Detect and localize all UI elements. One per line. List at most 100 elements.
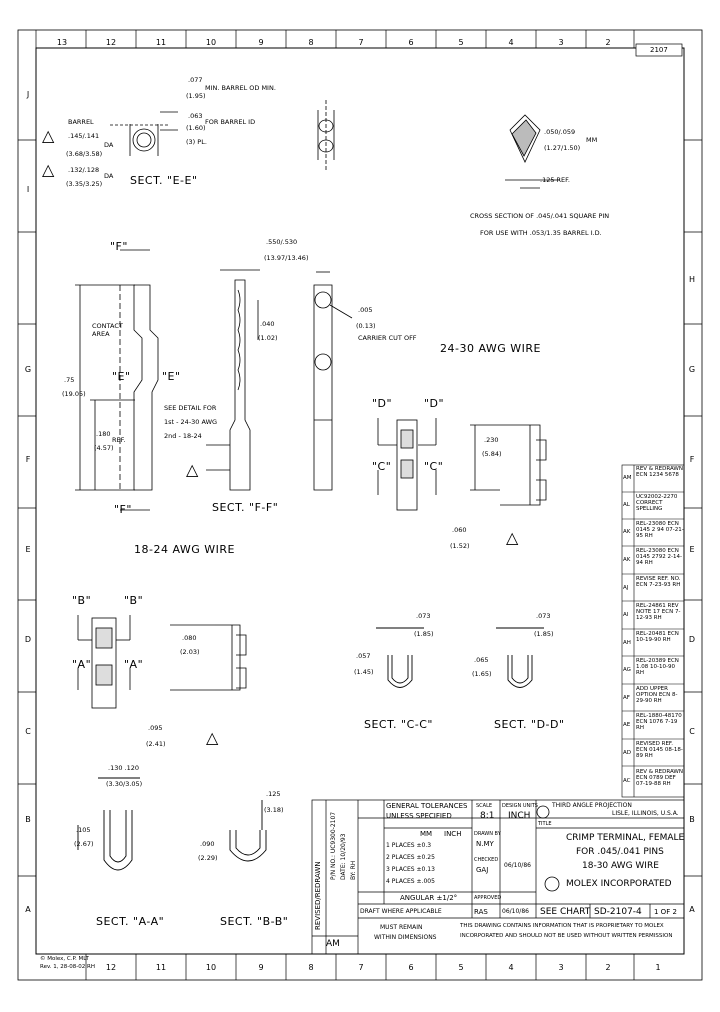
dim-1-60: (1.60): [186, 124, 206, 132]
zone-num-bottom-11: 11: [155, 963, 167, 972]
approved-label: APPROVED: [474, 895, 502, 901]
zone-letter-f-right: F: [689, 455, 695, 464]
rev-text-3: REL-23080 ECN 0145 2792 2-14-94 RH: [636, 548, 682, 566]
dim-19-05: (19.05): [62, 390, 86, 398]
zone-letter-c-right: C: [689, 727, 695, 736]
a-arrow-left: "A": [72, 658, 92, 671]
zone-letter-c: C: [25, 727, 31, 736]
zone-num-bottom-10: 10: [205, 963, 217, 972]
units-value: INCH: [508, 811, 531, 821]
dim-005: .005: [358, 306, 373, 314]
proprietary-line-1: THIS DRAWING CONTAINS INFORMATION THAT I…: [460, 923, 664, 929]
see-chart: SEE CHART: [540, 907, 591, 917]
zone-letter-g-right: G: [688, 365, 696, 374]
third-angle-symbol: [536, 805, 550, 819]
zone-num-5: 5: [458, 38, 464, 47]
dim-073b: .073: [536, 612, 551, 620]
rev-text-9: REL-1880-48170 ECN 1076 7-19 RH: [636, 713, 682, 731]
dim-125: .125: [266, 790, 281, 798]
square-pin-dim-mm: (1.27/1.50): [544, 144, 581, 152]
section-d-d-drawing: [496, 627, 544, 688]
top-view-small: [317, 100, 335, 170]
rev-code-11: AC: [623, 778, 631, 784]
dim-073: .073: [416, 612, 431, 620]
wire-24-30-title: 24-30 AWG WIRE: [440, 342, 541, 355]
sheet-id-box: [635, 43, 683, 57]
barrel-label: BARREL: [68, 118, 94, 126]
design-units-label: DESIGN UNITS: [502, 803, 538, 809]
zone-letter-e-right: E: [689, 545, 695, 554]
rev-text-2: REL-23080 ECN 0145 2 94 07-21-95 RH: [636, 521, 684, 539]
c-arrow-right: "C": [424, 460, 444, 473]
delta-note-icon-3: △: [186, 460, 199, 479]
see-detail-note: SEE DETAIL FOR: [164, 404, 217, 412]
rev-value: AM: [326, 939, 340, 949]
detail-line-3: 2nd - 18-24: [164, 432, 202, 440]
dim-065: .065: [474, 656, 489, 664]
title-line-1: CRIMP TERMINAL, FEMALE: [566, 833, 685, 843]
sect-f-title: SECT. "F-F": [212, 501, 279, 514]
dim-180: .180: [96, 430, 111, 438]
outer-border: [17, 29, 703, 981]
sect-c-title: SECT. "C-C": [364, 718, 433, 731]
tolerance-sub: UNLESS SPECIFIED: [386, 812, 452, 820]
zone-num-bottom-12: 12: [105, 963, 117, 972]
zone-num-7: 7: [358, 38, 364, 47]
zone-num-9: 9: [258, 38, 264, 47]
company-name: MOLEX INCORPORATED: [566, 879, 672, 889]
dim-3-18: (3.18): [264, 806, 284, 814]
zone-letter-i: I: [26, 185, 30, 194]
dim-1-65: (1.65): [472, 670, 492, 678]
dim-1-02: (1.02): [258, 334, 278, 342]
title-block-grid: [311, 799, 685, 955]
rev-code-6: AH: [623, 640, 631, 646]
stamp-line-2: DATE: 10/20/93: [340, 833, 347, 881]
zone-ticks: [18, 30, 702, 980]
for-barrel-id: FOR BARREL ID: [205, 118, 256, 126]
terminal-side-view: [75, 249, 159, 511]
dim-057: .057: [356, 652, 371, 660]
zone-num-13: 13: [56, 38, 68, 47]
rev-code-0: AM: [623, 475, 632, 481]
zone-num-bottom-6: 6: [408, 963, 414, 972]
dim-095: .095: [148, 724, 163, 732]
dim-b-mm: (3.30/3.05): [106, 780, 143, 788]
zone-num-10: 10: [205, 38, 217, 47]
dim-b: .130 .120: [108, 764, 140, 772]
rev-text-7: REL-20389 ECN 1.08 10-10-90 RH: [636, 658, 679, 676]
zone-letter-a: A: [25, 905, 31, 914]
ref-pl: (3) PL.: [186, 138, 207, 146]
zone-letter-b-right: B: [689, 815, 695, 824]
rev-text-11: REV & REDRAWN ECN 0789 DEF 07-19-88 RH: [636, 769, 683, 787]
dim-2-41: (2.41): [146, 740, 166, 748]
sect-a-title: SECT. "A-A": [96, 915, 165, 928]
proprietary-line-2: INCORPORATED AND SHOULD NOT BE USED WITH…: [460, 933, 673, 939]
tol-places-3: 3 PLACES ±0.13: [386, 866, 435, 873]
dim-1-85b: (1.85): [534, 630, 554, 638]
zone-letter-d: D: [24, 635, 32, 644]
detail-line-2: 1st - 24-30 AWG: [164, 418, 218, 426]
drawn-by-label: DRAWN BY: [474, 831, 501, 837]
section-e-e-drawing: [110, 111, 178, 156]
section-f-f-drawing: [206, 269, 260, 491]
sect-b-title: SECT. "B-B": [220, 915, 289, 928]
dia-a-mm: (3.68/3.58): [66, 150, 103, 158]
carrier-cutoff: CARRIER CUT OFF: [358, 334, 417, 342]
tol-places-1: 1 PLACES ±0.3: [386, 842, 432, 849]
material-note-2: WITHIN DIMENSIONS: [374, 934, 437, 941]
cross-section-note: CROSS SECTION OF .045/.041 SQUARE PIN: [470, 212, 610, 220]
zone-num-8: 8: [308, 38, 314, 47]
rev-text-10: REVISED REF. ECN 0145 08-18-89 RH: [636, 741, 683, 759]
delta-note-icon-2: △: [42, 160, 55, 179]
zone-num-6: 6: [408, 38, 414, 47]
zone-letter-f: F: [25, 455, 31, 464]
checked-label: CHECKED: [474, 857, 499, 863]
delta-note-icon: △: [42, 126, 55, 145]
for-use-note: FOR USE WITH .053/1.35 BARREL I.D.: [480, 229, 602, 237]
da-2: DA: [104, 172, 114, 180]
third-angle-label: THIRD ANGLE PROJECTION: [552, 802, 632, 809]
zone-num-12: 12: [105, 38, 117, 47]
dim-105: .105: [76, 826, 91, 834]
rev-code-10: AD: [623, 750, 631, 756]
inch-col-label: INCH: [444, 830, 462, 838]
